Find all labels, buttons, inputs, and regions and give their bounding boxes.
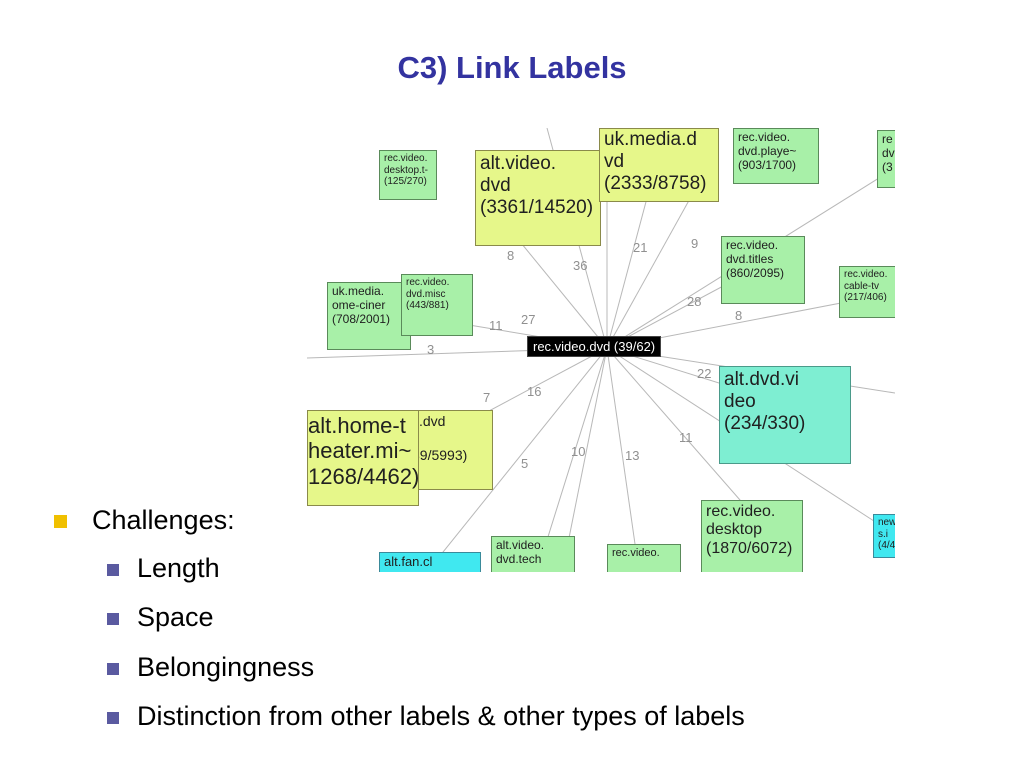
edge-label: 11 xyxy=(679,430,693,445)
edge-label: 28 xyxy=(687,294,702,309)
node-uk-media-home-cinema: uk.media.ome-ciner(708/2001) xyxy=(327,282,411,350)
node-rec-video-dvd-titles: rec.video.dvd.titles(860/2095) xyxy=(721,236,805,304)
node-alt-video-dvd-tech: alt.video.dvd.tech xyxy=(491,536,575,572)
edge-label: 7 xyxy=(483,390,491,405)
node-alt-fan: alt.fan.cl xyxy=(379,552,481,572)
center-node-rec-video-dvd: rec.video.dvd (39/62) xyxy=(527,336,662,357)
edge-label: 11 xyxy=(489,318,503,333)
node-rec-video-dvd-player: rec.video.dvd.playe~(903/1700) xyxy=(733,128,819,184)
edge-label: 36 xyxy=(573,258,588,273)
node-rec-video-desktop: rec.video.desktop(1870/6072) xyxy=(701,500,803,572)
node-rec-video-bottom: rec.video. xyxy=(607,544,681,572)
edge-label: 8 xyxy=(735,308,743,323)
node-alt-video-dvd: alt.video.dvd(3361/14520) xyxy=(475,150,601,246)
edge-label: 27 xyxy=(521,312,536,327)
bullet-square-icon xyxy=(107,712,119,724)
node-rec-video-desktop-t: rec.video.desktop.t-(125/270) xyxy=(379,150,437,200)
edge-label: 9 xyxy=(691,236,699,251)
bullet-square-icon xyxy=(107,613,119,625)
edge-label: 8 xyxy=(507,248,515,263)
edge-label: 3 xyxy=(427,342,435,357)
bullet-square-icon xyxy=(107,663,119,675)
node-rec-video-cable-tv: rec.video.cable-tv(217/406) xyxy=(839,266,895,318)
edge-label: 10 xyxy=(571,444,586,459)
edge-label: 22 xyxy=(697,366,712,381)
bullet-square-icon xyxy=(54,515,67,528)
link-label-graph: rec.video.desktop.t-(125/270) alt.video.… xyxy=(307,128,895,572)
edge-label: 21 xyxy=(633,240,648,255)
slide-title: C3) Link Labels xyxy=(397,50,627,85)
edge-label: 5 xyxy=(521,456,529,471)
bullet-square-icon xyxy=(107,564,119,576)
node-rec-video-dvd-misc: rec.video.dvd.misc(443/881) xyxy=(401,274,473,336)
edge-label: 16 xyxy=(527,384,542,399)
edge-label: 13 xyxy=(625,448,640,463)
